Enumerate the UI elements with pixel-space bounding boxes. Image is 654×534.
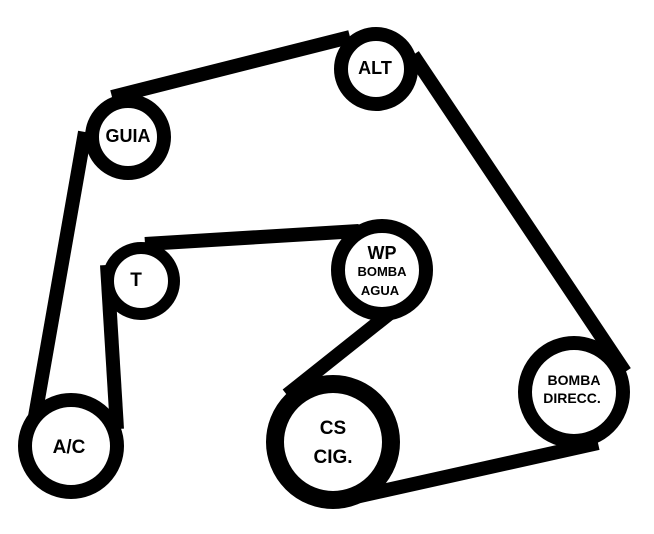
pulley-guia-label: GUIA (106, 126, 151, 146)
pulley-bomba-direcc: BOMBA DIRECC. (518, 336, 630, 448)
pulley-cs-label-1: CS (320, 418, 346, 439)
pulley-t-label: T (130, 270, 142, 291)
pulley-wp-label-3: AGUA (361, 283, 400, 298)
pulley-bomba-direcc-label-1: BOMBA (548, 372, 601, 388)
pulley-wp-ring (331, 219, 433, 321)
pulley-wp: WP BOMBA AGUA (331, 219, 433, 321)
pulley-cs: CS CIG. (266, 375, 400, 509)
pulley-wp-label-2: BOMBA (357, 264, 407, 279)
pulley-alt-ring (334, 27, 418, 111)
pulley-ac-ring (18, 393, 124, 499)
belt-segment-guia-alt (110, 30, 352, 104)
pulley-ac-label: A/C (53, 437, 86, 458)
pulley-bomba-direcc-label-2: DIRECC. (543, 390, 601, 406)
pulley-guia: GUIA (85, 94, 171, 180)
pulley-alt: ALT (334, 27, 418, 111)
pulley-guia-ring (85, 94, 171, 180)
pulley-alt-label: ALT (358, 58, 392, 78)
pulley-wp-label-1: WP (368, 243, 397, 263)
pulley-t-ring (102, 242, 180, 320)
pulley-bomba-direcc-ring (518, 336, 630, 448)
belt-segment-guia-ac (26, 130, 92, 430)
pulley-t: T (102, 242, 180, 320)
pulley-ac: A/C (18, 393, 124, 499)
pulley-cs-ring (266, 375, 400, 509)
belt-segment-bomba-direcc-cs (340, 436, 600, 507)
belt-segment-alt-bomba-direcc (407, 51, 631, 376)
pulley-cs-label-2: CIG. (313, 447, 352, 468)
belt-segment-t-wp (144, 224, 360, 251)
